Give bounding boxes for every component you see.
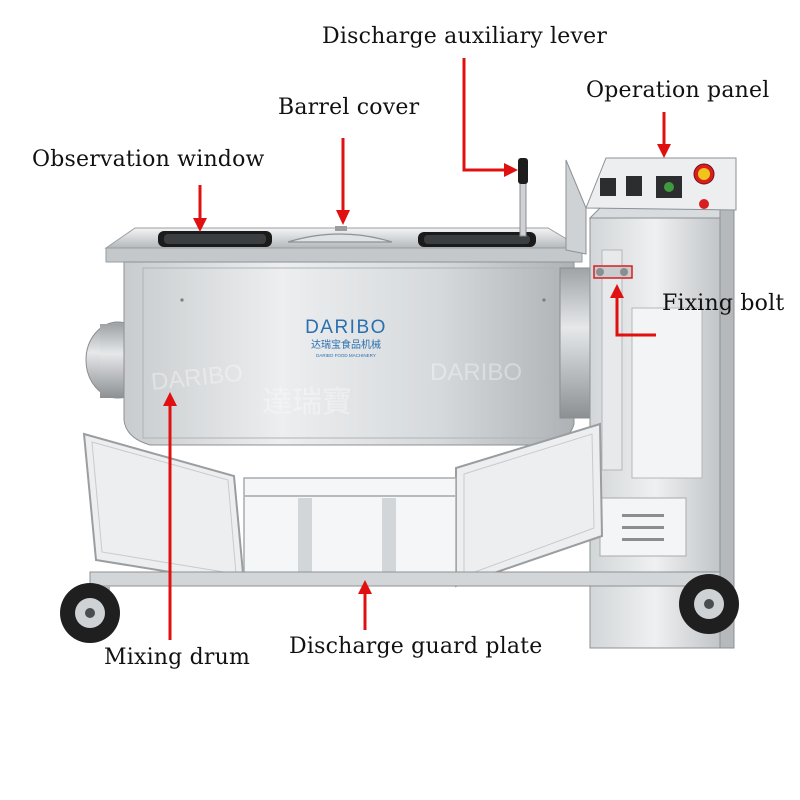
observation-window-right xyxy=(418,232,536,247)
label-discharge-auxiliary-lever: Discharge auxiliary lever xyxy=(322,24,608,49)
watermark-latin-2: DARIBO xyxy=(430,359,522,386)
left-guard-plate xyxy=(82,432,246,586)
discharge-guard-plate xyxy=(243,477,457,579)
right-guard-plate xyxy=(455,422,604,588)
label-mixing-drum: Mixing drum xyxy=(104,645,251,670)
logo-chinese: 达瑞宝食品机械 xyxy=(311,338,381,351)
selector-knob xyxy=(699,199,709,209)
dial-icon-2 xyxy=(626,176,642,196)
label-barrel-cover: Barrel cover xyxy=(278,95,420,120)
label-discharge-guard-plate: Discharge guard plate xyxy=(289,634,543,659)
red-arrow-icon xyxy=(163,58,671,640)
right-drum-end xyxy=(559,267,591,419)
label-operation-panel: Operation panel xyxy=(586,78,770,103)
mixing-drum-body xyxy=(123,261,575,446)
watermark-chinese: 達瑞寶 xyxy=(262,385,352,420)
label-observation-window: Observation window xyxy=(32,147,265,172)
barrel-cover xyxy=(287,226,393,243)
fixing-bolt xyxy=(593,265,633,279)
wheel-icon xyxy=(60,583,120,643)
daribo-logo: DARIBO 达瑞宝食品机械 DARIBO FOOD MACHINERY xyxy=(305,317,387,358)
dial-icon xyxy=(600,178,616,196)
wheel-icon-2 xyxy=(679,574,739,634)
logo-text: DARIBO xyxy=(305,317,387,338)
observation-window xyxy=(158,231,272,247)
logo-subtext: DARIBO FOOD MACHINERY xyxy=(316,353,376,358)
label-fixing-bolt: Fixing bolt xyxy=(662,291,785,316)
discharge-lever xyxy=(518,158,528,237)
